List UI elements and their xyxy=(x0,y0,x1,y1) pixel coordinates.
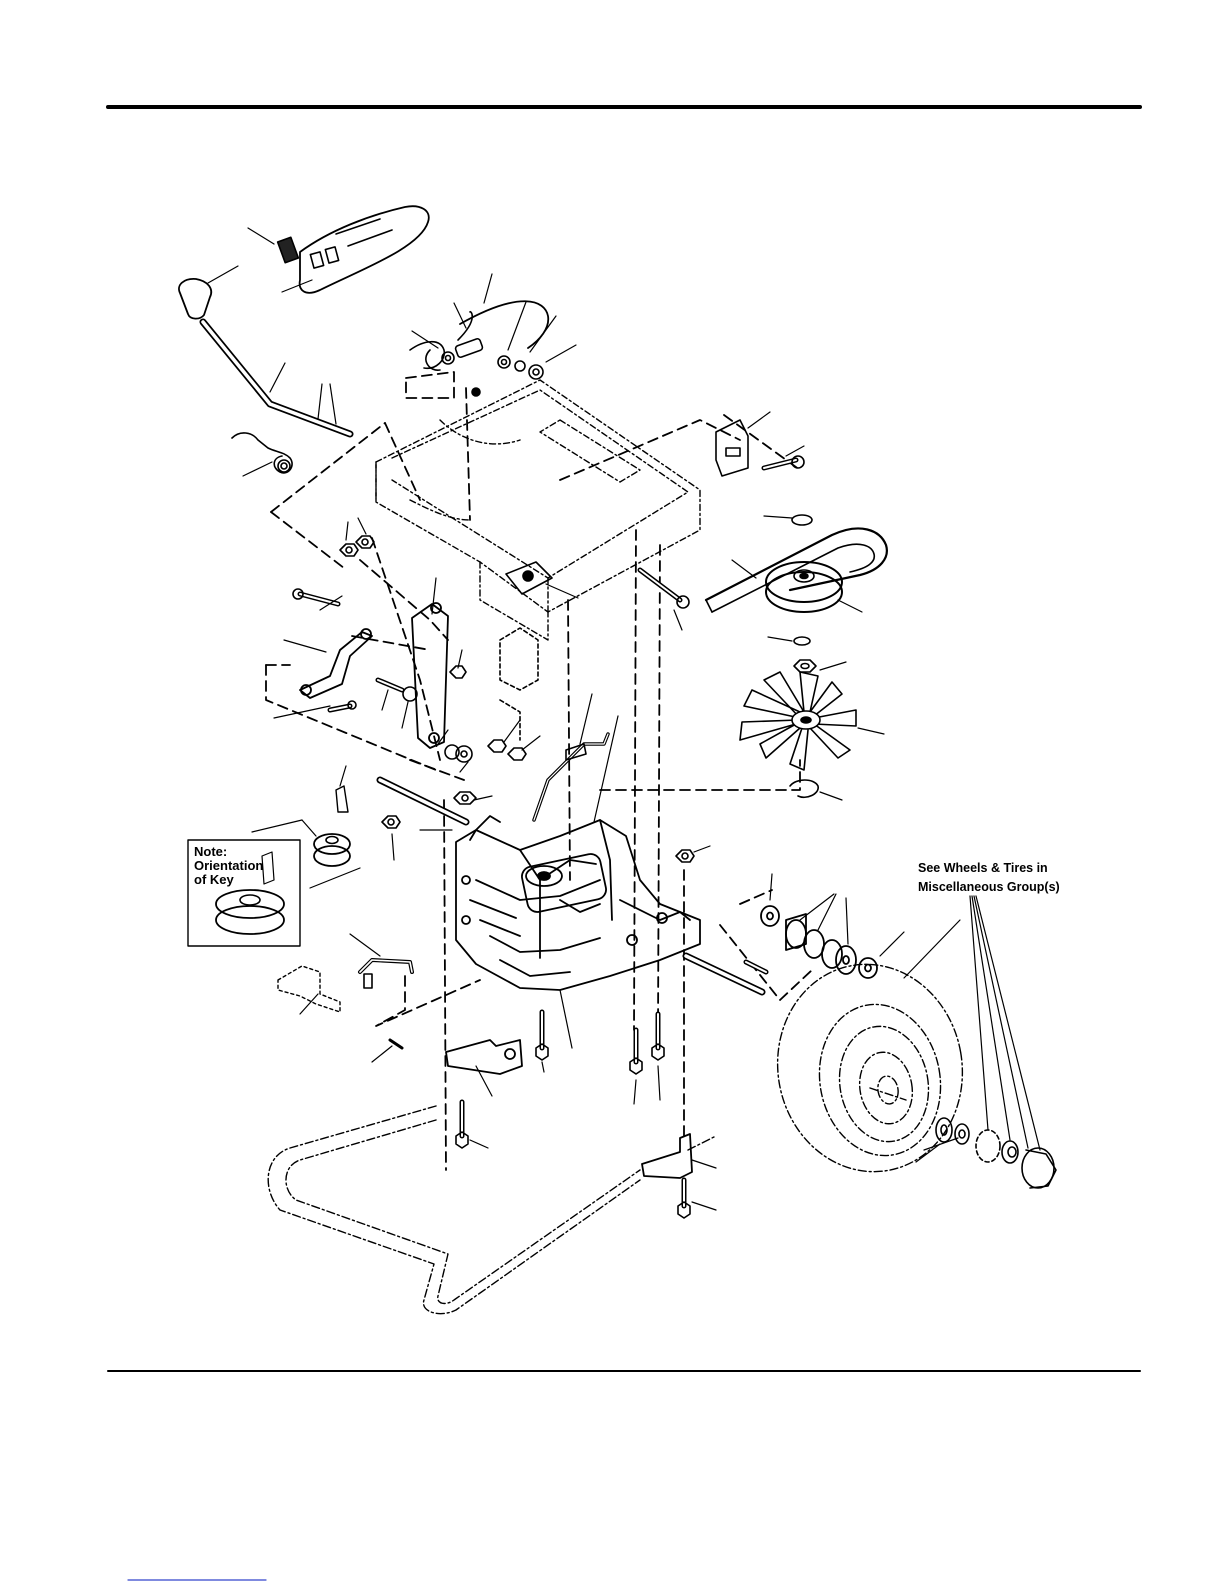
fan-clip xyxy=(790,780,818,797)
transaxle xyxy=(456,816,700,990)
lower-bracket-right xyxy=(642,1134,692,1178)
long-bolt-right xyxy=(640,570,689,608)
assembly-leaders xyxy=(266,372,812,1170)
woodruff-key xyxy=(336,786,348,812)
linkage-bolt-lower xyxy=(330,701,356,710)
pulley-hardware xyxy=(792,515,816,672)
drive-link xyxy=(412,603,448,748)
shift-knob xyxy=(179,279,211,319)
shift-plate xyxy=(300,206,429,293)
key-orientation-note: Note: Orientation of Key xyxy=(188,840,300,946)
wheels-reference-line-2: Miscellaneous Group(s) xyxy=(918,880,1060,894)
axle-bolts xyxy=(630,1014,664,1074)
shift-lever xyxy=(203,322,350,434)
lower-bracket-left xyxy=(446,1040,522,1074)
drive-belt xyxy=(706,528,887,612)
frame-nut-right xyxy=(676,850,694,862)
output-axle xyxy=(686,956,766,992)
bypass-bracket xyxy=(278,966,340,1012)
bell-crank xyxy=(300,629,372,698)
note-line-2: Orientation xyxy=(194,858,263,873)
right-bracket xyxy=(716,420,804,476)
top-bracket xyxy=(410,301,548,396)
center-bolt xyxy=(536,1012,548,1060)
link-nuts-top xyxy=(340,536,374,556)
cooling-fan xyxy=(740,672,856,770)
shaft-nut xyxy=(382,816,400,828)
spring-pad xyxy=(278,237,299,262)
input-pulley xyxy=(314,834,350,866)
axle-spacers xyxy=(761,906,877,978)
wheel-hardware xyxy=(936,1118,1056,1188)
rear-frame-outline xyxy=(268,1106,716,1314)
note-line-1: Note: xyxy=(194,844,227,859)
wheel-outline xyxy=(761,950,978,1187)
wheels-reference-line-1: See Wheels & Tires in xyxy=(918,861,1048,875)
linkage-bolt-left xyxy=(293,589,338,604)
lower-bolt-left xyxy=(456,1102,468,1148)
link-hardware xyxy=(378,666,526,762)
small-bracket xyxy=(500,628,538,740)
frame-outline xyxy=(376,380,700,640)
lower-bolt-right xyxy=(678,1180,690,1218)
note-line-3: of Key xyxy=(194,872,235,887)
